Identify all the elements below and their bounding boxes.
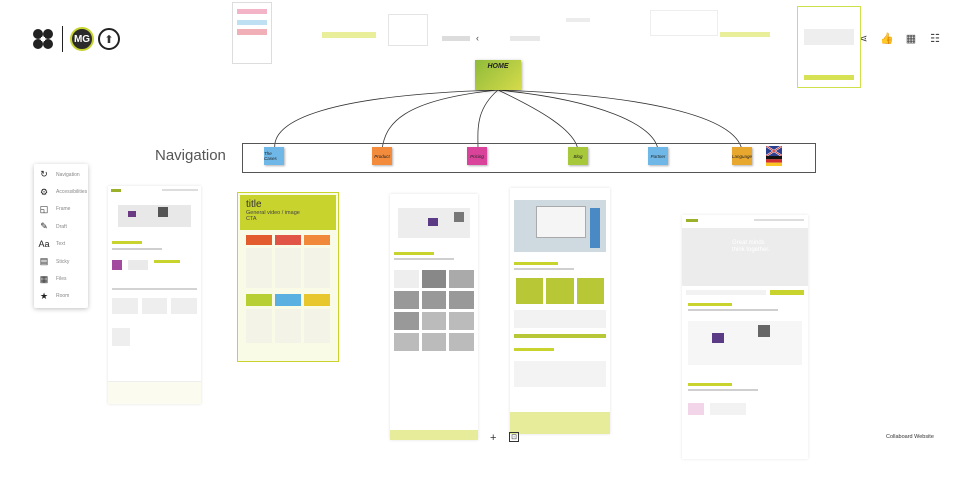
sliders-icon[interactable]: ☷ [930,33,940,45]
tool-sticky[interactable]: ▤Sticky [39,256,70,267]
grid-icon[interactable]: ▦ [905,33,917,45]
pen-icon: ✎ [40,221,48,232]
thumbnail-bar [720,32,770,37]
node-blog[interactable]: Blog [568,147,588,165]
wireframe-cta: CTA [246,216,257,222]
header-divider [62,26,63,52]
node-language[interactable]: Language [732,147,752,165]
frame-icon: ◱ [39,203,49,214]
hero-text: Great minds think together. [732,240,770,253]
sticky-icon: ▤ [39,256,49,267]
board-caption: Collaboard Website [886,434,934,440]
selected-frame[interactable] [797,6,861,88]
navigation-label: Navigation [155,147,226,164]
thumbnail-page[interactable] [232,2,272,64]
tool-frame[interactable]: ◱Frame [39,203,71,214]
chevron-left-icon[interactable]: ‹ [476,33,479,43]
thumbnail-text [442,36,470,41]
home-node[interactable]: HOME [475,60,521,90]
zoom-plus-button[interactable]: + [490,432,497,444]
text-icon: Aa [38,239,50,250]
collaboard-logo-icon[interactable] [32,28,54,50]
accessibility-icon: ⚙ [39,186,49,197]
node-pricing[interactable]: Pricing [467,147,487,165]
share-icon[interactable]: ⋖ [858,33,868,45]
tool-accessibility[interactable]: ⚙Accessibilities [39,186,88,197]
wireframe-subtitle: General video / image [246,210,300,216]
page-mockup-product[interactable] [510,188,610,434]
node-the-cases[interactable]: The Cases [264,147,284,165]
page-mockup-blog[interactable] [390,194,478,440]
flags-icon[interactable] [765,145,783,166]
thumbnail-bar [322,32,376,38]
tool-star[interactable]: ★Room [39,290,70,301]
compass-icon[interactable]: ⬆ [98,28,120,50]
star-icon: ★ [39,290,49,301]
user-avatar[interactable]: MG [70,27,94,51]
node-partner[interactable]: Partner [648,147,668,165]
node-product[interactable]: Product [372,147,392,165]
page-mockup-home[interactable] [108,186,201,404]
navigation-icon: ↻ [40,169,48,180]
top-right-toolbar: ⋖ 👍 ▦ ☷ [856,32,942,45]
tool-pen[interactable]: ✎Draft [34,218,88,235]
thumbnail-page[interactable] [388,14,428,46]
tool-navigation[interactable]: ↻Navigation [34,166,88,183]
fit-screen-icon[interactable]: ⊡ [509,432,519,442]
thumbnail-text [510,36,540,41]
page-mockup-landing[interactable]: Great minds think together. [682,215,808,459]
side-toolbar: ↻Navigation ⚙Accessibilities ◱Frame ✎Dra… [34,164,88,308]
thumbnail-page[interactable] [650,10,718,36]
thumbnail-text [566,18,590,22]
document-icon: ▦ [39,273,49,284]
navigation-frame[interactable] [242,143,816,173]
tool-document[interactable]: ▦Files [39,273,67,284]
wireframe-title: title [246,199,262,210]
thumbs-up-icon[interactable]: 👍 [880,33,894,45]
wireframe-page[interactable]: title General video / image CTA [237,192,339,362]
